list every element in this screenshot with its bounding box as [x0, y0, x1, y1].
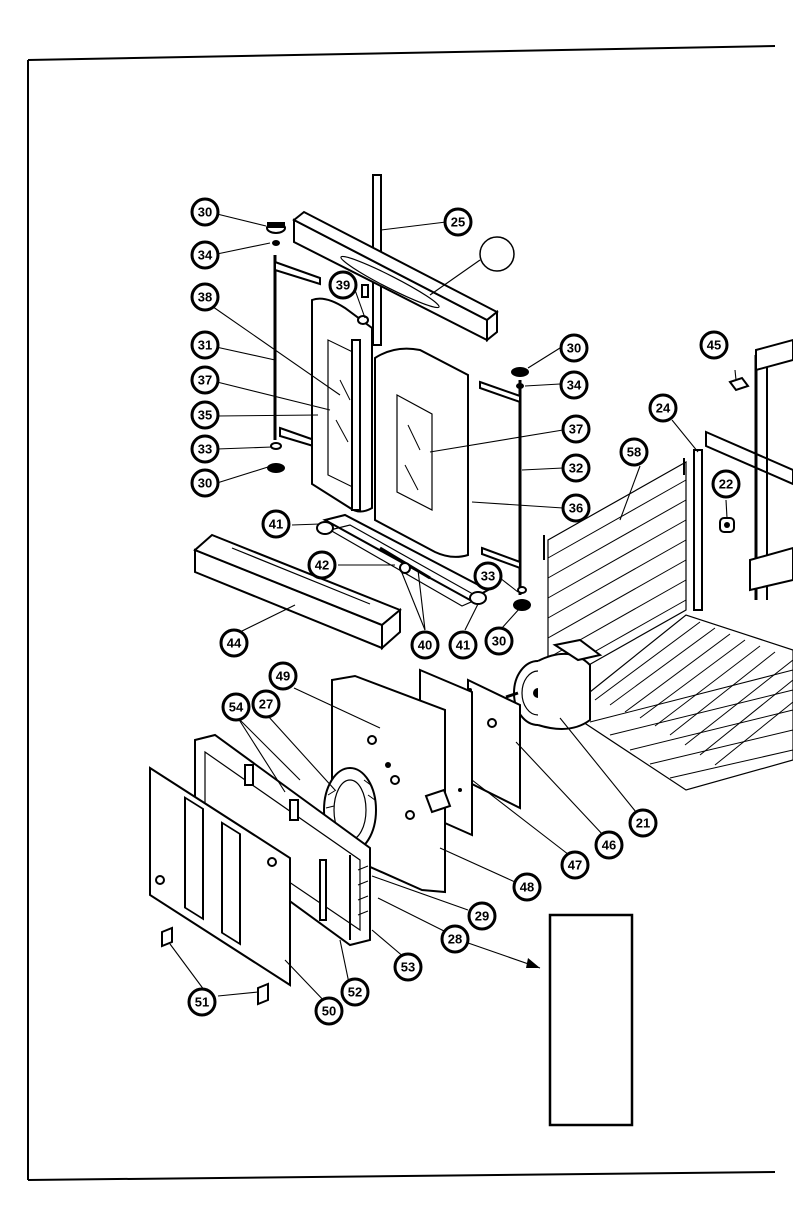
callout-label: 30 — [492, 634, 506, 649]
callout-27: 27 — [253, 691, 279, 717]
callout-label: 30 — [198, 205, 212, 220]
callout-label: 30 — [567, 341, 581, 356]
part-left-door — [312, 299, 372, 512]
callout-label: 42 — [315, 558, 329, 573]
callout-34-right: 34 — [561, 372, 587, 398]
callout-39: 39 — [330, 272, 356, 298]
callout-label: 33 — [481, 569, 495, 584]
callout-54: 54 — [223, 694, 249, 720]
callout-label: 24 — [656, 401, 671, 416]
callout-30-right-top: 30 — [561, 335, 587, 361]
callout-label: 37 — [569, 422, 583, 437]
blank-callout-circle — [480, 237, 514, 271]
callout-41-right: 41 — [450, 632, 476, 658]
callout-37-left: 37 — [192, 367, 218, 393]
callout-58: 58 — [621, 439, 647, 465]
callout-label: 45 — [707, 338, 721, 353]
callout-label: 49 — [276, 669, 290, 684]
callout-label: 33 — [198, 442, 212, 457]
callout-30-top-left: 30 — [192, 199, 218, 225]
callout-label: 48 — [520, 880, 534, 895]
callout-label: 44 — [227, 636, 242, 651]
callout-40: 40 — [412, 632, 438, 658]
callout-32: 32 — [563, 455, 589, 481]
blank-box — [550, 915, 632, 1125]
callout-22: 22 — [713, 471, 739, 497]
callout-46: 46 — [596, 832, 622, 858]
callout-label: 22 — [719, 477, 733, 492]
callout-30-left-lower: 30 — [192, 470, 218, 496]
callout-label: 47 — [568, 858, 582, 873]
callout-31: 31 — [192, 332, 218, 358]
callout-53: 53 — [395, 954, 421, 980]
callout-label: 32 — [569, 461, 583, 476]
callout-34-left: 34 — [192, 242, 218, 268]
callout-label: 31 — [198, 338, 212, 353]
callout-label: 37 — [198, 373, 212, 388]
callout-label: 54 — [229, 700, 244, 715]
callout-label: 51 — [195, 995, 209, 1010]
callout-label: 34 — [567, 378, 582, 393]
part-39-clip — [358, 285, 368, 324]
part-22-knob — [720, 518, 734, 532]
callout-29: 29 — [469, 903, 495, 929]
callout-45: 45 — [701, 332, 727, 358]
callout-label: 58 — [627, 445, 641, 460]
callout-label: 53 — [401, 960, 415, 975]
callout-21: 21 — [630, 810, 656, 836]
callout-label: 41 — [456, 638, 470, 653]
callout-label: 34 — [198, 248, 213, 263]
callout-44: 44 — [221, 630, 247, 656]
callout-label: 50 — [322, 1004, 336, 1019]
callout-label: 36 — [569, 501, 583, 516]
part-46-plate — [468, 680, 520, 808]
callout-35: 35 — [192, 402, 218, 428]
part-45-block — [730, 378, 748, 390]
callout-label: 21 — [636, 816, 650, 831]
callout-label: 30 — [198, 476, 212, 491]
callout-37-right: 37 — [563, 416, 589, 442]
callout-38: 38 — [192, 284, 218, 310]
callout-label: 40 — [418, 638, 432, 653]
callout-25: 25 — [445, 209, 471, 235]
callout-label: 39 — [336, 278, 350, 293]
part-24-tube — [694, 450, 702, 610]
callout-label: 25 — [451, 215, 465, 230]
callout-48: 48 — [514, 874, 540, 900]
callout-49: 49 — [270, 663, 296, 689]
callout-label: 41 — [269, 517, 283, 532]
callout-28: 28 — [442, 926, 468, 952]
part-right-frame — [706, 340, 793, 600]
callout-52: 52 — [342, 979, 368, 1005]
part-30-cap-top-left — [267, 222, 285, 246]
callout-label: 29 — [475, 909, 489, 924]
callout-label: 27 — [259, 697, 273, 712]
callout-41-left: 41 — [263, 511, 289, 537]
callout-24: 24 — [650, 395, 676, 421]
callout-36: 36 — [563, 495, 589, 521]
callout-42: 42 — [309, 552, 335, 578]
callout-50: 50 — [316, 998, 342, 1024]
callout-51: 51 — [189, 989, 215, 1015]
part-wire-rack-shelf — [580, 615, 793, 790]
callout-33-left: 33 — [192, 436, 218, 462]
callout-label: 52 — [348, 985, 362, 1000]
callout-label: 38 — [198, 290, 212, 305]
callout-label: 46 — [602, 838, 616, 853]
callout-47: 47 — [562, 852, 588, 878]
callout-label: 28 — [448, 932, 462, 947]
callout-33-right: 33 — [475, 563, 501, 589]
part-right-door — [375, 349, 468, 557]
callout-label: 35 — [198, 408, 212, 423]
callout-30-bottom: 30 — [486, 628, 512, 654]
